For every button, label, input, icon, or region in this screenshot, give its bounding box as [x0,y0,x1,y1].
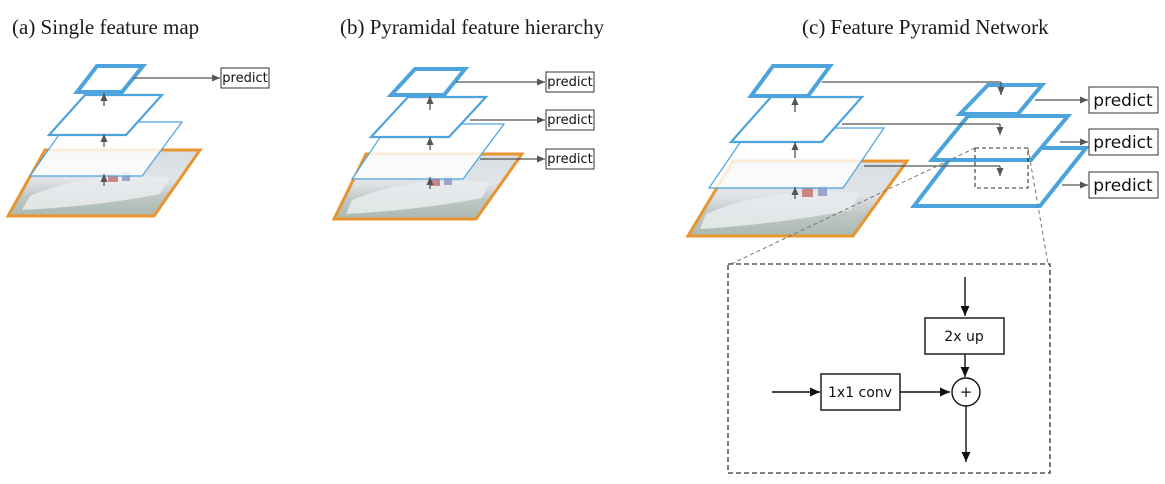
predict-box [1088,128,1159,156]
predict-box [1088,171,1159,199]
predict-label: predict [547,152,592,167]
panel-c: (c) Feature Pyramid Network predict [685,15,1159,474]
zoom-guide-left [730,147,976,265]
predict-box [545,148,595,170]
panel-b-caption: (b) Pyramidal feature hierarchy [340,15,605,39]
predict-box [545,71,595,93]
predict-label: predict [1093,176,1153,196]
predict-label: predict [1093,91,1153,111]
panel-b: (b) Pyramidal feature hierarchy predict … [331,15,605,221]
conv-box [820,373,901,411]
bottom-up-map-3 [747,64,834,98]
predict-label: predict [547,75,592,90]
predict-box [220,67,270,89]
predict-label: predict [1093,133,1153,153]
detail-frame [727,263,1051,474]
add-symbol: + [960,383,973,401]
panel-a: (a) Single feature map predict [5,15,270,218]
conv-label: 1x1 conv [828,385,892,401]
feature-map-2 [46,93,165,137]
bottom-up-map-2 [728,95,865,144]
top-down-map-3 [955,83,1047,116]
merge-detail: 2x up 1x1 conv + [727,263,1051,474]
top-down-map-2 [927,114,1073,162]
zoom-region-marker [974,147,1029,189]
predict-label: predict [222,71,267,86]
upsample-box [924,317,1005,355]
boat-photo-thumbnail-icon [700,191,860,229]
feature-map-2 [368,95,489,139]
predict-box [1088,86,1159,114]
feature-map-3 [386,67,470,97]
panel-c-caption: (c) Feature Pyramid Network [802,15,1049,39]
boat-photo-thumbnail-icon [22,176,170,210]
predict-box [545,109,595,131]
boat-photo-thumbnail-icon [346,180,490,214]
predict-label: predict [547,113,592,128]
zoom-guide-right [1027,147,1049,265]
panel-a-caption: (a) Single feature map [12,15,199,39]
upsample-label: 2x up [944,329,984,345]
feature-map-3 [72,64,148,94]
